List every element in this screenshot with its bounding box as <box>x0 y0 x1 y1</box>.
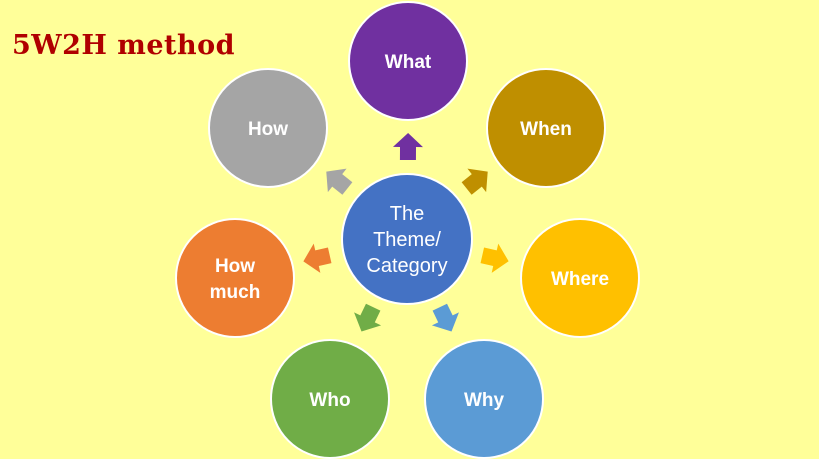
where-label-line-1: Where <box>551 269 609 290</box>
how-circle <box>208 68 328 188</box>
node-why: Why <box>424 339 544 459</box>
what-arrow <box>393 133 424 161</box>
where-circle <box>520 218 640 338</box>
when-arrow <box>461 168 488 195</box>
node-where: Where <box>520 218 640 338</box>
node-what: What <box>348 1 468 121</box>
node-how-much: How much <box>175 218 295 338</box>
node-who: Who <box>270 339 390 459</box>
how-much-label-line-2: much <box>210 282 261 303</box>
node-when: When <box>486 68 606 188</box>
what-circle <box>348 1 468 121</box>
why-circle <box>424 339 544 459</box>
why-label-line-1: Why <box>464 390 505 411</box>
who-arrow <box>354 303 382 332</box>
how-label-line-1: How <box>248 119 288 140</box>
why-arrow <box>431 303 459 332</box>
who-label-line-1: Who <box>309 390 350 411</box>
node-how: How <box>208 68 328 188</box>
how-much-label-line-1: How <box>215 256 255 277</box>
who-circle <box>270 339 390 459</box>
how-much-circle <box>175 218 295 338</box>
how-arrow <box>326 168 353 195</box>
how-much-arrow <box>303 243 332 273</box>
what-label-line-1: What <box>385 52 432 73</box>
center-label-line-1: The <box>390 203 424 225</box>
center-label-line-3: Category <box>366 255 447 277</box>
where-arrow <box>480 243 509 273</box>
when-label-line-1: When <box>520 119 572 140</box>
center-label-line-2: Theme/ <box>373 229 441 251</box>
when-circle <box>486 68 606 188</box>
arrows-layer <box>303 133 509 332</box>
center-circle <box>341 173 473 305</box>
diagram-title: 5W2H method <box>12 30 236 61</box>
